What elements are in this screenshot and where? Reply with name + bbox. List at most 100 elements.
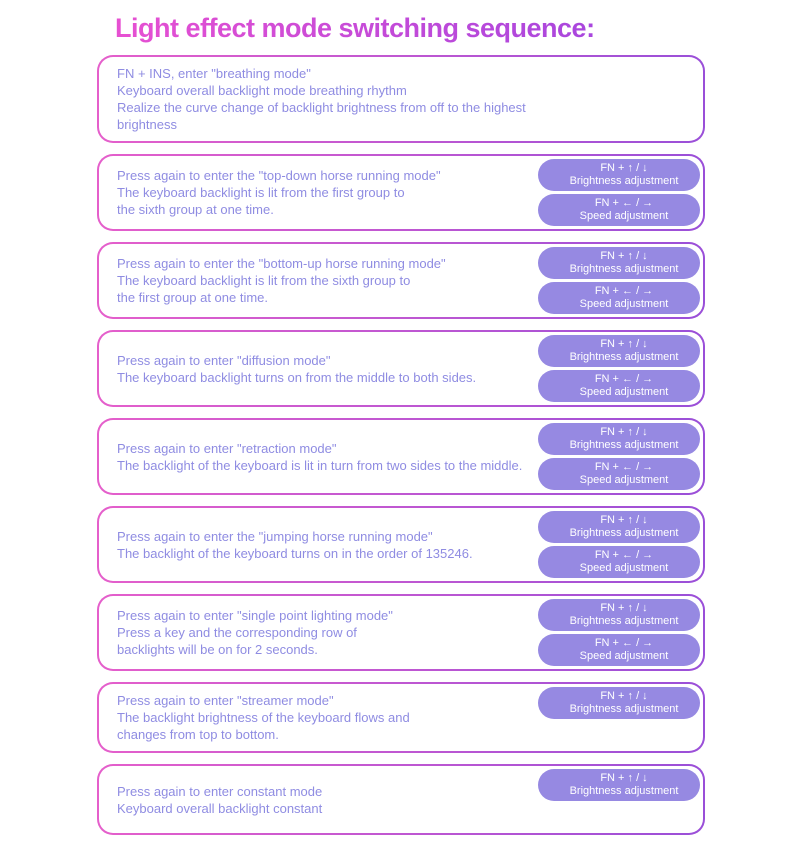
card-lines: Press again to enter "retraction mode"Th… — [99, 432, 535, 482]
speed-adjustment-pill: FN + ← / → Speed adjustment — [538, 458, 700, 490]
brightness-adjustment-pill: FN + ↑ / ↓ Brightness adjustment — [538, 247, 700, 279]
card-text-line: The keyboard backlight is lit from the f… — [117, 185, 405, 200]
pill-keys: FN + ↑ / ↓ — [600, 690, 648, 702]
card-text-line: The backlight brightness of the keyboard… — [117, 710, 410, 725]
brightness-adjustment-pill: FN + ↑ / ↓ Brightness adjustment — [538, 599, 700, 631]
card-text-line: Press again to enter the "bottom-up hors… — [117, 256, 446, 271]
pill-label: Brightness adjustment — [569, 439, 679, 451]
mode-card: Press again to enter "single point light… — [97, 594, 705, 671]
pill-keys: FN + ← / → — [594, 285, 654, 297]
pill-label: Brightness adjustment — [569, 351, 679, 363]
pill-label: Speed adjustment — [579, 386, 669, 398]
speed-adjustment-pill: FN + ← / → Speed adjustment — [538, 194, 700, 226]
card-text-line: backlights will be on for 2 seconds. — [117, 642, 318, 657]
card-pills: FN + ↑ / ↓ Brightness adjustment — [535, 684, 703, 751]
instruction-page: Light effect mode switching sequence: FN… — [97, 0, 705, 846]
pill-label: Speed adjustment — [579, 562, 669, 574]
card-pills: FN + ↑ / ↓ Brightness adjustment FN + ← … — [535, 156, 703, 229]
card-text-line: Realize the curve change of backlight br… — [117, 100, 526, 132]
card-text-line: Keyboard overall backlight constant — [117, 800, 323, 816]
pill-keys: FN + ← / → — [594, 549, 654, 561]
pill-label: Speed adjustment — [579, 298, 669, 310]
card-text-line: Press a key and the corresponding row of — [117, 625, 357, 640]
card-pills: FN + ↑ / ↓ Brightness adjustment — [535, 766, 703, 833]
mode-card: Press again to enter "streamer mode" The … — [97, 682, 705, 753]
card-lines: Press again to enter the "jumping horse … — [99, 520, 535, 570]
brightness-adjustment-pill: FN + ↑ / ↓ Brightness adjustment — [538, 511, 700, 543]
brightness-adjustment-pill: FN + ↑ / ↓ Brightness adjustment — [538, 335, 700, 367]
mode-card: Press again to enter the "top-down horse… — [97, 154, 705, 231]
mode-card: Press again to enter "retraction mode"Th… — [97, 418, 705, 495]
card-pills: FN + ↑ / ↓ Brightness adjustment FN + ← … — [535, 508, 703, 581]
card-text-line: the first group at one time. — [117, 290, 269, 305]
mode-card: Press again to enter the "jumping horse … — [97, 506, 705, 583]
pill-keys: FN + ↑ / ↓ — [600, 772, 648, 784]
card-lines: FN + INS, enter "breathing mode" Keyboard… — [99, 57, 535, 141]
card-text-line: Press again to enter "streamer mode" — [117, 693, 334, 708]
brightness-adjustment-pill: FN + ↑ / ↓ Brightness adjustment — [538, 159, 700, 191]
card-text-line: Press again to enter "retraction mode" — [117, 440, 337, 456]
card-lines: Press again to enter "streamer mode" The … — [99, 684, 535, 751]
speed-adjustment-pill: FN + ← / → Speed adjustment — [538, 634, 700, 666]
pill-label: Brightness adjustment — [569, 175, 679, 187]
mode-card: FN + INS, enter "breathing mode" Keyboard… — [97, 55, 705, 143]
card-text-line: The backlight of the keyboard is lit in … — [117, 457, 523, 473]
pill-keys: FN + ↑ / ↓ — [600, 250, 648, 262]
card-text-line: Press again to enter the "top-down horse… — [117, 168, 441, 183]
card-pills: FN + ↑ / ↓ Brightness adjustment FN + ← … — [535, 332, 703, 405]
mode-card: Press again to enter the "bottom-up hors… — [97, 242, 705, 319]
pill-label: Brightness adjustment — [569, 703, 679, 715]
brightness-adjustment-pill: FN + ↑ / ↓ Brightness adjustment — [538, 687, 700, 719]
speed-adjustment-pill: FN + ← / → Speed adjustment — [538, 370, 700, 402]
pill-keys: FN + ↑ / ↓ — [600, 514, 648, 526]
card-pills — [535, 57, 703, 141]
card-pills: FN + ↑ / ↓ Brightness adjustment FN + ← … — [535, 596, 703, 669]
pill-keys: FN + ↑ / ↓ — [600, 162, 648, 174]
card-text-line: The backlight of the keyboard turns on i… — [117, 545, 473, 561]
mode-card-inner: Press again to enter "single point light… — [99, 596, 703, 669]
page-title: Light effect mode switching sequence: — [115, 13, 705, 43]
card-lines: Press again to enter the "top-down horse… — [99, 159, 535, 226]
pill-keys: FN + ← / → — [594, 461, 654, 473]
pill-keys: FN + ← / → — [594, 373, 654, 385]
mode-card-inner: Press again to enter the "jumping horse … — [99, 508, 703, 581]
brightness-adjustment-pill: FN + ↑ / ↓ Brightness adjustment — [538, 769, 700, 801]
speed-adjustment-pill: FN + ← / → Speed adjustment — [538, 546, 700, 578]
mode-card: Press again to enter "diffusion mode"The… — [97, 330, 705, 407]
card-lines: Press again to enter "single point light… — [99, 599, 535, 666]
pill-label: Brightness adjustment — [569, 785, 679, 797]
pill-label: Speed adjustment — [579, 474, 669, 486]
pill-keys: FN + ↑ / ↓ — [600, 338, 648, 350]
mode-card-inner: Press again to enter "streamer mode" The … — [99, 684, 703, 751]
pill-label: Speed adjustment — [579, 210, 669, 222]
pill-label: Brightness adjustment — [569, 263, 679, 275]
card-text-line: Press again to enter constant mode — [117, 783, 323, 799]
pill-keys: FN + ↑ / ↓ — [600, 426, 648, 438]
speed-adjustment-pill: FN + ← / → Speed adjustment — [538, 282, 700, 314]
mode-card-inner: Press again to enter "retraction mode"Th… — [99, 420, 703, 493]
mode-cards-list: FN + INS, enter "breathing mode" Keyboard… — [97, 55, 705, 835]
pill-keys: FN + ← / → — [594, 197, 654, 209]
card-text-line: changes from top to bottom. — [117, 727, 279, 742]
brightness-adjustment-pill: FN + ↑ / ↓ Brightness adjustment — [538, 423, 700, 455]
card-pills: FN + ↑ / ↓ Brightness adjustment FN + ← … — [535, 244, 703, 317]
mode-card-inner: FN + INS, enter "breathing mode" Keyboard… — [99, 57, 703, 141]
card-text-line: The keyboard backlight is lit from the s… — [117, 273, 411, 288]
mode-card-inner: Press again to enter "diffusion mode"The… — [99, 332, 703, 405]
card-text-line: Press again to enter "diffusion mode" — [117, 352, 331, 368]
card-text-line: FN + INS, enter "breathing mode" — [117, 66, 311, 81]
card-pills: FN + ↑ / ↓ Brightness adjustment FN + ← … — [535, 420, 703, 493]
card-text-line: Press again to enter the "jumping horse … — [117, 528, 433, 544]
pill-label: Speed adjustment — [579, 650, 669, 662]
card-text-line: the sixth group at one time. — [117, 202, 274, 217]
card-lines: Press again to enter "diffusion mode"The… — [99, 344, 535, 394]
pill-keys: FN + ↑ / ↓ — [600, 602, 648, 614]
card-text-line: Press again to enter "single point light… — [117, 608, 393, 623]
mode-card-inner: Press again to enter the "bottom-up hors… — [99, 244, 703, 317]
card-lines: Press again to enter the "bottom-up hors… — [99, 247, 535, 314]
card-text-line: Keyboard overall backlight mode breathin… — [117, 83, 407, 98]
pill-label: Brightness adjustment — [569, 615, 679, 627]
mode-card-inner: Press again to enter the "top-down horse… — [99, 156, 703, 229]
card-text-line: The keyboard backlight turns on from the… — [117, 369, 477, 385]
pill-label: Brightness adjustment — [569, 527, 679, 539]
